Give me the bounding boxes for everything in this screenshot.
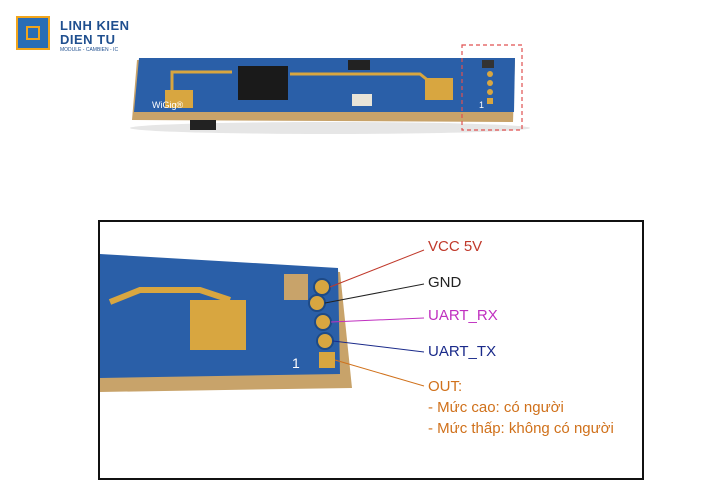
logo-line1: LINH KIEN (60, 18, 130, 33)
antenna-pad-right (425, 78, 453, 100)
radar-ic-chip (238, 66, 288, 100)
pin-label-uart-rx: UART_RX (428, 307, 498, 324)
pin-tx-pad (316, 332, 334, 350)
board-connector (190, 120, 216, 130)
wigig-mark: WiGig® (152, 100, 183, 110)
antenna-trace (170, 70, 232, 92)
zoom-antenna-pad (190, 300, 246, 350)
antenna-pad-left (165, 90, 193, 108)
pin-out-pad (319, 352, 335, 368)
pin1-label-top: 1 (479, 100, 484, 110)
gnd-leader (324, 283, 425, 304)
zoom-smd-cap (284, 274, 308, 300)
pin-highlight-box (461, 44, 523, 131)
crystal-component (352, 94, 372, 106)
pin-label-gnd: GND (428, 274, 462, 291)
out-high-description: - Mức cao: có người (428, 399, 564, 416)
pin-hole-square (487, 98, 493, 104)
pin-hole (487, 80, 493, 86)
pin-hole (487, 71, 493, 77)
tx-leader (332, 340, 425, 353)
smd-component (348, 60, 370, 70)
pin-label-out: OUT: (428, 378, 463, 395)
logo-tagline: MODULE - CAMBIEN - IC (60, 47, 119, 53)
logo-chip-icon (16, 16, 50, 50)
pin-label-vcc: VCC 5V (428, 238, 483, 255)
out-leader (334, 359, 425, 387)
brand-logo: LINH KIEN DIEN TU MODULE - CAMBIEN - IC (16, 16, 136, 56)
pin-vcc-pad (313, 278, 331, 296)
logo-line2: DIEN TU (60, 32, 116, 47)
vcc-leader (329, 249, 425, 288)
rx-leader (330, 317, 425, 323)
pin-hole (487, 89, 493, 95)
board-shadow (130, 122, 530, 134)
pin-rx-pad (314, 313, 332, 331)
pin-gnd-pad (308, 294, 326, 312)
pin-label-uart-tx: UART_TX (428, 343, 497, 360)
out-low-description: - Mức thấp: không có người (428, 420, 614, 437)
cap-component (482, 60, 494, 68)
zoom-trace (108, 287, 231, 305)
zoom-pin1-label: 1 (292, 355, 300, 371)
